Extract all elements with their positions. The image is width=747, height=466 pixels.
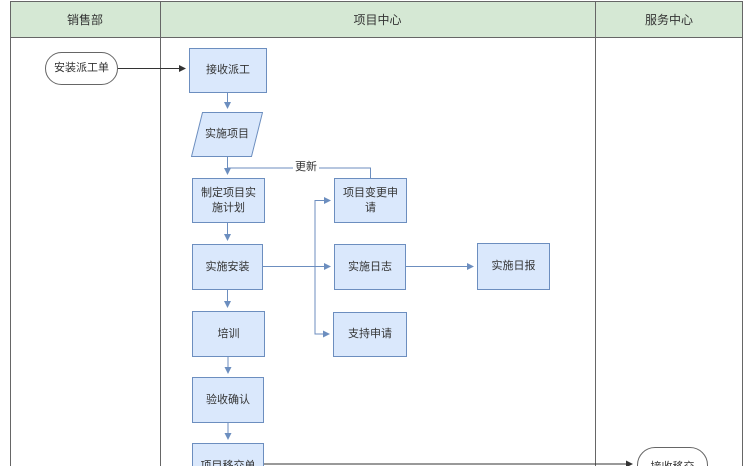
node-support-request-label: 支持申请 (348, 328, 392, 341)
node-receive-handover: 接收移交 (637, 447, 708, 466)
node-make-plan-label: 制定项目实施计划 (201, 186, 256, 214)
node-make-plan: 制定项目实施计划 (192, 178, 265, 223)
lane-header-project-label: 项目中心 (353, 13, 402, 27)
lane-separator-2 (595, 1, 596, 466)
lane-header-service-label: 服务中心 (644, 13, 693, 27)
lane-header-project: 项目中心 (160, 1, 595, 38)
node-receive-handover-label: 接收移交 (651, 460, 695, 466)
lane-header-service: 服务中心 (595, 1, 743, 38)
node-install-work-order-label: 安装派工单 (54, 62, 109, 75)
lane-header-sales-label: 销售部 (66, 13, 103, 27)
swimlane-frame (10, 1, 743, 466)
node-acceptance-confirm: 验收确认 (192, 377, 264, 423)
parallelogram-shape (191, 112, 263, 157)
lane-separator-1 (160, 1, 161, 466)
node-implementation-daily-report: 实施日报 (477, 243, 550, 290)
node-training-label: 培训 (217, 327, 240, 340)
node-implement-install-label: 实施安装 (205, 260, 250, 273)
node-implement-project-label: 实施项目 (205, 128, 249, 141)
lane-header-sales: 销售部 (10, 1, 160, 38)
node-implementation-daily-report-label: 实施日报 (491, 260, 536, 273)
node-receive-dispatch: 接收派工 (189, 48, 267, 93)
node-support-request: 支持申请 (333, 312, 407, 357)
node-training: 培训 (192, 311, 265, 357)
edge-label-update: 更新 (293, 160, 319, 174)
node-receive-dispatch-label: 接收派工 (206, 64, 250, 77)
node-install-work-order: 安装派工单 (45, 52, 118, 85)
node-implementation-log: 实施日志 (334, 244, 406, 290)
node-acceptance-confirm-label: 验收确认 (206, 393, 250, 406)
node-implement-install: 实施安装 (192, 244, 263, 290)
node-change-request: 项目变更申请 (334, 178, 407, 223)
node-project-handover-form: 项目移交单 (192, 443, 264, 466)
node-project-handover-form-label: 项目移交单 (200, 459, 256, 466)
node-implementation-log-label: 实施日志 (348, 260, 392, 273)
node-implement-project: 实施项目 (191, 112, 263, 157)
node-change-request-label: 项目变更申请 (343, 186, 398, 214)
